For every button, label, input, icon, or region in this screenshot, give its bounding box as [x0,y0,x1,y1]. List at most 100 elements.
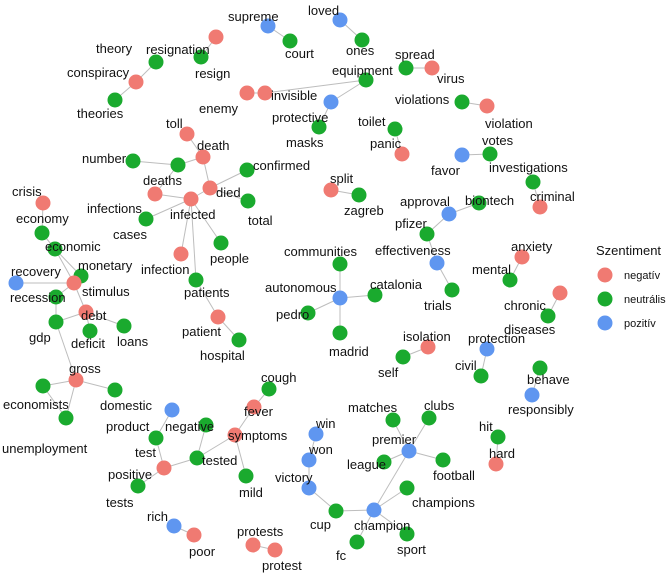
node-invisible [257,85,273,101]
node-recovery [8,275,24,291]
node-label-split: split [330,171,354,186]
node-label-recession: recession [10,290,66,305]
node-label-cup: cup [310,517,331,532]
edge-gdp-gross [55,321,77,381]
node-effectiveness [429,255,445,271]
edge-infected-infection [180,198,192,255]
node-label-self: self [378,365,399,380]
node-masks [311,119,327,135]
node-label-economic: economic [45,239,101,254]
node-label-invisible: invisible [271,88,317,103]
node-label-gdp: gdp [29,330,51,345]
node-label-tests: tests [106,495,134,510]
node-label-responsibly: responsibly [508,402,574,417]
node-league [376,454,392,470]
node-enemy [239,85,255,101]
node-court [282,33,298,49]
node-people [213,235,229,251]
node-label-votes: votes [482,133,514,148]
legend-label-neutralis: neutrális [624,294,666,306]
node-label-fever: fever [244,404,274,419]
node-won [301,452,317,468]
node-poor [186,527,202,543]
node-champion [366,502,382,518]
node-label-protests: protests [237,524,284,539]
node-negative [198,417,214,433]
node-label-unemployment: unemployment [2,441,88,456]
node-label-symptoms: symptoms [228,428,288,443]
node-label-poor: poor [189,544,216,559]
node-protection [479,341,495,357]
node-toilet [387,121,403,137]
node-label-autonomous: autonomous [265,280,337,295]
node-investigations [525,174,541,190]
node-label-isolation: isolation [403,329,451,344]
node-unemployment [58,410,74,426]
node-product [164,402,180,418]
node-communities [332,256,348,272]
node-symptoms [227,427,243,443]
node-label-sport: sport [397,542,426,557]
node-tested [189,450,205,466]
node-label-league: league [347,457,386,472]
node-label-total: total [248,213,273,228]
node-cough [261,381,277,397]
node-label-enemy: enemy [199,101,239,116]
node-biontech [471,195,487,211]
node-label-communities: communities [284,244,357,259]
node-rich [166,518,182,534]
node-label-died: died [216,185,241,200]
node-label-toilet: toilet [358,114,386,129]
node-hard [488,456,504,472]
node-patients [188,272,204,288]
node-toll [179,126,195,142]
node-clubs [421,410,437,426]
node-label-catalonia: catalonia [370,277,423,292]
node-label-protest: protest [262,558,302,573]
node-label-football: football [433,468,475,483]
node-label-domestic: domestic [100,398,153,413]
node-label-resign: resign [195,66,230,81]
node-equipment [358,72,374,88]
node-label-death: death [197,138,230,153]
node-label-protection: protection [468,331,525,346]
node-label-confirmed: confirmed [253,158,310,173]
node-label-recovery: recovery [11,264,61,279]
node-label-premier: premier [372,432,417,447]
node-gdp [48,314,64,330]
node-economists [35,378,51,394]
edge-number-deaths [132,160,179,166]
node-approval [441,206,457,222]
node-label-behave: behave [527,372,570,387]
node-label-equipment: equipment [332,63,393,78]
node-panic [394,146,410,162]
node-theory [148,54,164,70]
node-protest [267,542,283,558]
node-mild [238,468,254,484]
node-self [395,349,411,365]
node-label-criminal: criminal [530,189,575,204]
node-responsibly [524,387,540,403]
node-label-panic: panic [370,136,402,151]
node-label-toll: toll [166,116,183,131]
node-label-pedro: pedro [276,307,309,322]
node-positive [156,460,172,476]
node-label-infected: infected [170,207,216,222]
node-football [435,452,451,468]
node-label-negative: negative [165,419,214,434]
node-label-stimulus: stimulus [82,284,130,299]
node-hospital [231,332,247,348]
node-zagreb [351,187,367,203]
node-label-protective: protective [272,110,328,125]
node-debt [78,304,94,320]
node-label-loans: loans [117,334,149,349]
node-label-virus: virus [437,71,465,86]
node-champions [399,480,415,496]
node-label-crisis: crisis [12,184,42,199]
node-loved [332,12,348,28]
node-autonomous [332,290,348,306]
